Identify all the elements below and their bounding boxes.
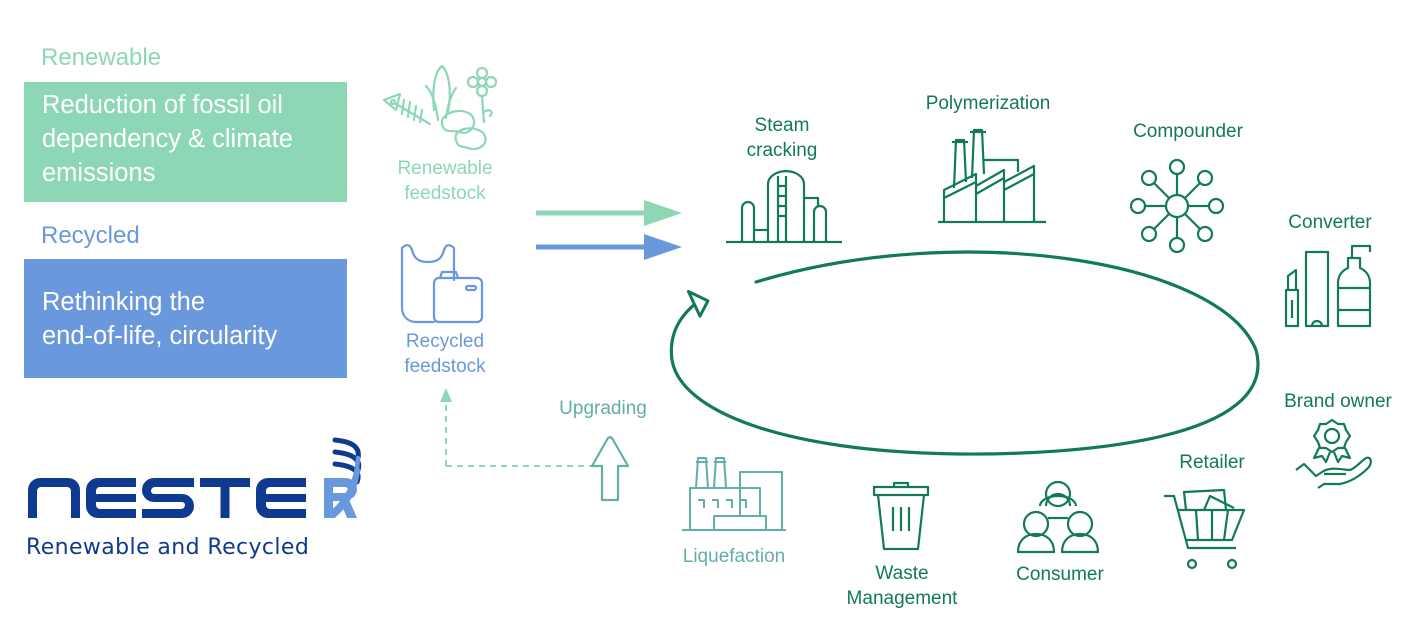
steam-cracking-label: Steam cracking bbox=[720, 113, 844, 163]
recycled-heading: Recycled bbox=[41, 222, 140, 249]
recycling-return-path bbox=[440, 388, 598, 467]
refinery-icon bbox=[726, 170, 842, 244]
label-line: Management bbox=[846, 588, 958, 609]
label-line: feedstock bbox=[404, 356, 486, 377]
neste-wordmark bbox=[28, 437, 362, 518]
recycled-feedstock-label: Recycled feedstock bbox=[386, 329, 504, 379]
recycled-description-line: end-of-life, circularity bbox=[42, 322, 278, 350]
shopping-cart-icon bbox=[1164, 488, 1246, 570]
factory-icon bbox=[682, 457, 786, 531]
renewable-feedstock-label: Renewable feedstock bbox=[386, 156, 504, 206]
renewable-heading: Renewable bbox=[41, 44, 162, 71]
recycled-description-box: Rethinking the end-of-life, circularity bbox=[24, 259, 347, 378]
recycled-description-line: Rethinking the bbox=[42, 288, 206, 316]
renewable-description-line: emissions bbox=[42, 159, 156, 187]
consumer-label: Consumer bbox=[1016, 564, 1104, 585]
label-line: cracking bbox=[746, 140, 818, 161]
liquefaction-label: Liquefaction bbox=[682, 546, 786, 567]
molecule-network-icon bbox=[1129, 158, 1225, 254]
plastic-bag-bottle-icon bbox=[400, 244, 484, 324]
label-line: Steam bbox=[754, 115, 810, 136]
trash-bin-icon bbox=[872, 481, 930, 551]
label-line: feedstock bbox=[404, 183, 486, 204]
renewable-description-line: dependency & climate bbox=[42, 125, 293, 153]
value-chain-cycle bbox=[669, 250, 1260, 456]
renewable-input-arrow bbox=[536, 200, 682, 226]
factory-chimneys-icon bbox=[938, 128, 1046, 224]
arrow-up-icon bbox=[590, 436, 630, 502]
logo-tagline: Renewable and Recycled bbox=[26, 535, 310, 560]
converter-label: Converter bbox=[1288, 212, 1372, 233]
polymerization-label: Polymerization bbox=[925, 93, 1051, 114]
label-line: Waste bbox=[875, 563, 929, 584]
recycled-input-arrow bbox=[536, 234, 682, 260]
retailer-label: Retailer bbox=[1179, 452, 1245, 473]
compounder-label: Compounder bbox=[1133, 121, 1243, 142]
brand-owner-label: Brand owner bbox=[1284, 391, 1392, 412]
plant-fish-corn-icon bbox=[382, 64, 498, 151]
label-line: Renewable bbox=[397, 158, 493, 179]
hand-award-icon bbox=[1295, 418, 1372, 489]
label-line: Recycled bbox=[405, 331, 485, 352]
people-group-icon bbox=[1016, 480, 1100, 554]
waste-management-label: Waste Management bbox=[832, 561, 972, 611]
renewable-description-box: Reduction of fossil oil dependency & cli… bbox=[24, 82, 347, 202]
cosmetics-packaging-icon bbox=[1284, 244, 1372, 328]
upgrading-label: Upgrading bbox=[559, 398, 647, 419]
renewable-description-line: Reduction of fossil oil bbox=[42, 91, 283, 119]
